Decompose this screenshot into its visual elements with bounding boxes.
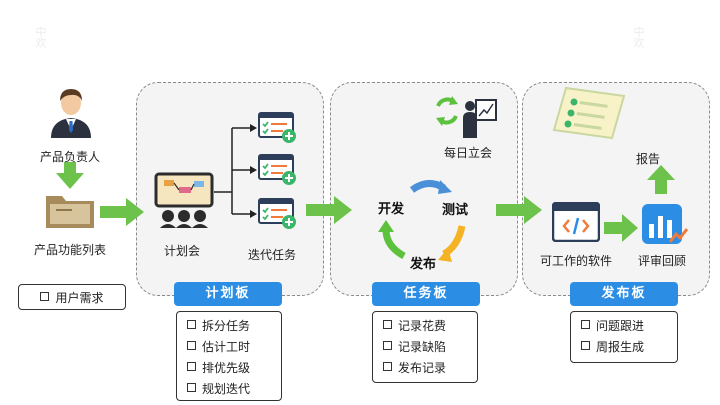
features-label: 产品功能列表 <box>34 243 107 257</box>
user-needs-box: 用户需求 <box>18 284 126 310</box>
checkbox-icon <box>187 362 196 371</box>
tree-arrowhead <box>250 166 257 174</box>
list-item: 问题跟进 <box>581 316 677 337</box>
list-item: 拆分任务 <box>187 316 281 337</box>
cycle-develop: 开发 <box>378 202 405 217</box>
checkbox-icon <box>581 341 590 350</box>
report-label: 报告 <box>636 152 661 166</box>
list-item: 估计工时 <box>187 337 281 358</box>
code-window-icon <box>552 202 600 242</box>
task-board-header: 任务板 <box>372 282 480 306</box>
task-card-icon <box>258 112 296 143</box>
tree-arrowhead <box>250 210 257 218</box>
daily-standup-icon <box>436 96 497 138</box>
list-item: 周报生成 <box>581 337 677 358</box>
arrow-to-plan-stage <box>100 198 144 226</box>
arrow-up-to-report <box>647 165 675 194</box>
cycle-arrow-green <box>382 229 406 260</box>
list-item: 排优先级 <box>187 358 281 379</box>
standup-label: 每日立会 <box>444 146 493 160</box>
task-card-icon <box>258 198 296 229</box>
checkbox-icon <box>40 292 50 301</box>
checkbox-icon <box>383 320 392 329</box>
tree-arrowhead <box>250 124 257 132</box>
checkbox-icon <box>383 341 392 350</box>
release-board-list: 问题跟进 周报生成 <box>570 311 678 363</box>
checkbox-icon <box>383 362 392 371</box>
tree-connector <box>214 127 250 215</box>
list-item: 记录花费 <box>383 316 477 337</box>
cycle-test: 测试 <box>442 203 469 218</box>
task-board-list: 记录花费 记录缺陷 发布记录 <box>372 311 478 383</box>
checkbox-icon <box>187 383 196 392</box>
review-label: 评审回顾 <box>638 254 687 268</box>
list-item: 规划迭代 <box>187 379 281 400</box>
plan-board-header: 计划板 <box>174 282 282 306</box>
arrow-to-task-stage <box>306 196 352 224</box>
arrow-down-owner-to-features <box>56 162 84 189</box>
iteration-label: 迭代任务 <box>248 248 297 262</box>
review-chart-icon <box>642 204 688 244</box>
cycle-arrowhead-blue <box>438 180 452 194</box>
cycle-arrowhead-orange <box>438 248 452 262</box>
planning-meeting-icon <box>154 172 214 228</box>
folder-icon <box>46 196 94 228</box>
plan-board-list: 拆分任务 估计工时 排优先级 规划迭代 <box>176 311 282 401</box>
checkbox-icon <box>187 341 196 350</box>
planning-meeting-label: 计划会 <box>164 244 201 258</box>
product-owner-icon <box>51 89 91 138</box>
list-item: 记录缺陷 <box>383 337 477 358</box>
checkbox-icon <box>187 320 196 329</box>
owner-label: 产品负责人 <box>40 150 101 164</box>
cycle-release: 发布 <box>410 257 437 272</box>
watermark: 中欢 <box>632 26 645 48</box>
arrow-to-review <box>604 214 638 242</box>
software-label: 可工作的软件 <box>540 254 613 268</box>
arrow-to-release-stage <box>496 196 542 224</box>
cycle-arrowhead-green <box>378 220 394 232</box>
checkbox-icon <box>581 320 590 329</box>
report-document-icon <box>552 86 626 140</box>
user-needs-label: 用户需求 <box>55 291 104 305</box>
watermark: 中欢 <box>34 26 47 48</box>
task-card-icon <box>258 154 296 185</box>
release-board-header: 发布板 <box>570 282 678 306</box>
list-item: 发布记录 <box>383 358 477 379</box>
